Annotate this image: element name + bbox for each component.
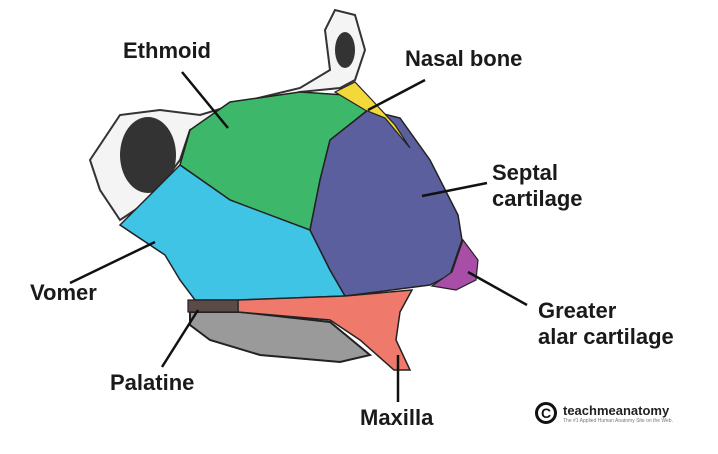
label-alar-line1: Greater xyxy=(538,298,617,323)
greater-alar-region xyxy=(430,238,479,291)
leader-ethmoid xyxy=(181,71,229,129)
label-alar-line2: alar cartilage xyxy=(538,324,674,349)
label-septal-line1: Septal xyxy=(492,160,559,185)
septal-cartilage-region xyxy=(309,109,463,297)
leader-palatine xyxy=(160,309,200,368)
label-palatine: Palatine xyxy=(110,370,195,395)
label-septal-cartilage: Septal cartilage xyxy=(492,160,583,212)
label-nasal-bone: Nasal bone xyxy=(405,46,523,71)
leader-lines xyxy=(69,71,528,402)
palatine-region xyxy=(187,299,239,313)
leader-septal xyxy=(421,181,488,198)
sinus-cavity xyxy=(335,32,355,68)
label-vomer: Vomer xyxy=(30,280,97,305)
leader-vomer xyxy=(69,240,156,285)
teachmeanatomy-logo: C teachmeanatomy The #1 Applied Human An… xyxy=(535,402,673,424)
label-maxilla: Maxilla xyxy=(360,405,434,430)
copyright-icon: C xyxy=(535,402,557,424)
sinus-cavity xyxy=(120,117,176,193)
nasal-bone-region xyxy=(333,81,411,149)
label-ethmoid: Ethmoid xyxy=(123,38,211,63)
leader-alar xyxy=(467,270,528,307)
leader-nasal xyxy=(367,78,426,112)
maxilla-region xyxy=(237,289,414,371)
label-septal-line2: cartilage xyxy=(492,186,583,211)
logo-tagline: The #1 Applied Human Anatomy Site on the… xyxy=(563,417,673,424)
label-greater-alar-cartilage: Greater alar cartilage xyxy=(538,298,674,350)
logo-name: teachmeanatomy xyxy=(563,402,670,418)
